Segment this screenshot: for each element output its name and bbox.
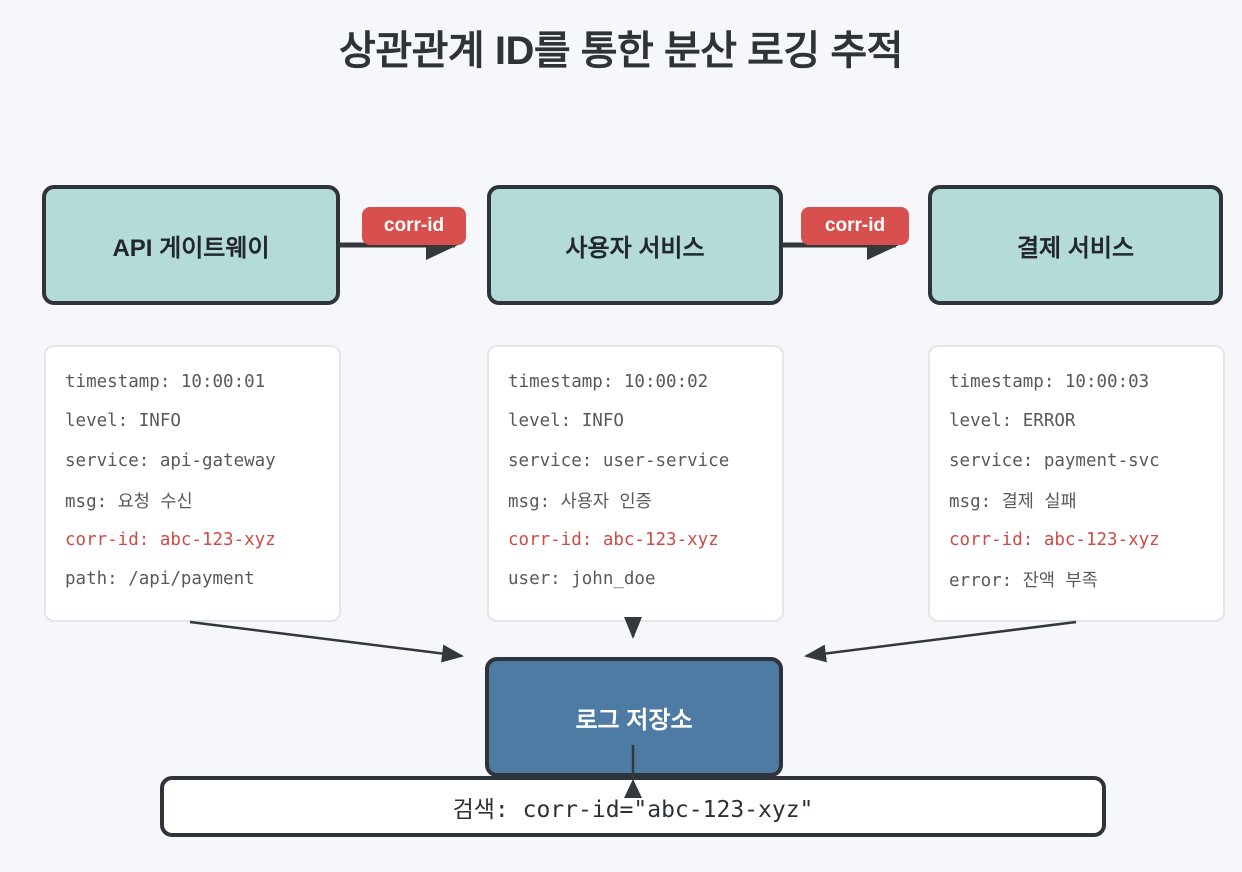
log-line: level: ERROR xyxy=(949,411,1076,432)
log-card-api-gateway: timestamp: 10:00:01 level: INFO service:… xyxy=(44,345,341,622)
log-line: msg: 결제 실패 xyxy=(949,491,1077,512)
service-box-payment-service: 결제 서비스 xyxy=(928,185,1223,305)
log-line: corr-id: abc-123-xyz xyxy=(949,529,1160,550)
log-line: timestamp: 10:00:02 xyxy=(508,371,709,392)
service-label: 결제 서비스 xyxy=(1016,234,1135,262)
diagram-title: 상관관계 ID를 통한 분산 로깅 추적 xyxy=(339,29,903,73)
search-query-box: 검색: corr-id="abc-123-xyz" xyxy=(160,776,1106,837)
arrow-log1-to-store xyxy=(189,620,464,663)
corr-id-badge-label: corr-id xyxy=(383,215,445,236)
service-label: API 게이트웨이 xyxy=(112,234,270,262)
log-line: error: 잔액 부족 xyxy=(949,570,1098,591)
log-line: level: INFO xyxy=(508,411,624,432)
log-store-label: 로그 저장소 xyxy=(575,706,693,734)
log-line: corr-id: abc-123-xyz xyxy=(65,529,276,550)
log-line: service: payment-svc xyxy=(949,450,1160,471)
log-line: msg: 사용자 인증 xyxy=(508,491,652,512)
log-line: level: INFO xyxy=(65,411,181,432)
log-line: service: api-gateway xyxy=(65,450,276,471)
service-box-api-gateway: API 게이트웨이 xyxy=(42,185,340,305)
log-line: timestamp: 10:00:03 xyxy=(949,371,1150,392)
corr-id-badge: corr-id xyxy=(362,207,466,245)
log-line: service: user-service xyxy=(508,450,730,471)
log-card-user-service: timestamp: 10:00:02 level: INFO service:… xyxy=(487,345,784,622)
log-line: msg: 요청 수신 xyxy=(65,491,193,512)
arrow-log3-to-store xyxy=(804,620,1077,663)
search-query-text: 검색: corr-id="abc-123-xyz" xyxy=(452,796,814,823)
log-line: user: john_doe xyxy=(508,569,656,590)
service-label: 사용자 서비스 xyxy=(565,234,705,262)
log-card-payment-service: timestamp: 10:00:03 level: ERROR service… xyxy=(928,345,1225,622)
log-line: path: /api/payment xyxy=(65,569,255,590)
corr-id-badge: corr-id xyxy=(801,207,909,245)
log-line: corr-id: abc-123-xyz xyxy=(508,529,719,550)
corr-id-badge-label: corr-id xyxy=(824,215,886,236)
log-line: timestamp: 10:00:01 xyxy=(65,371,266,392)
service-box-user-service: 사용자 서비스 xyxy=(487,185,783,305)
log-store-box: 로그 저장소 xyxy=(485,657,783,777)
